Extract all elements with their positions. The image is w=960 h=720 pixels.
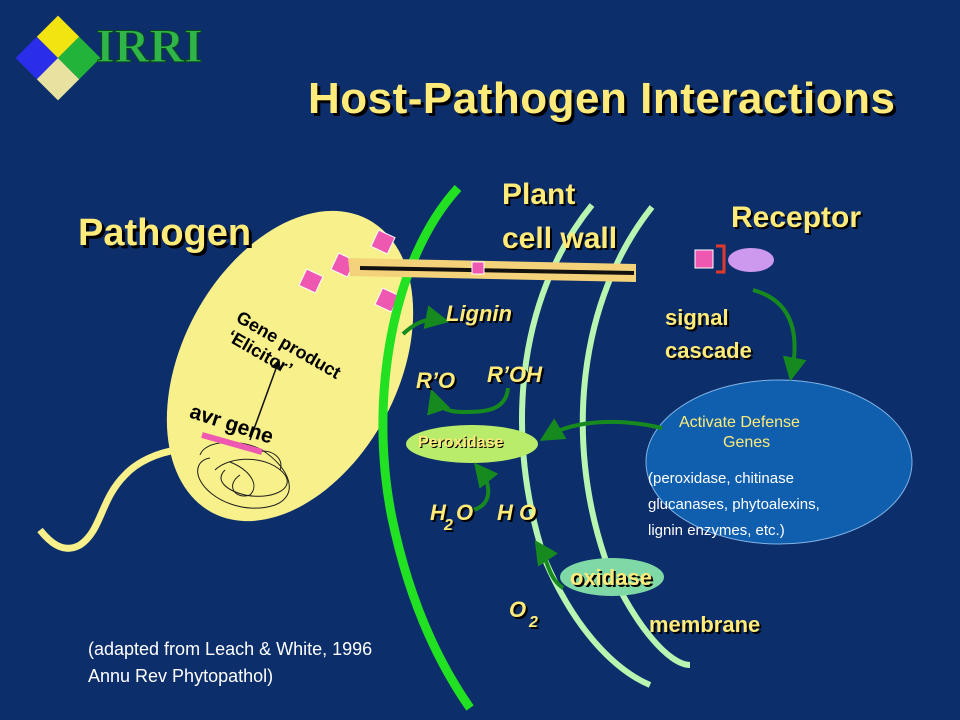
membrane-inner (579, 205, 691, 668)
signal-cascade-arrow (752, 288, 807, 382)
lignin-label: Lignin (446, 301, 512, 326)
channel-elicitor (471, 261, 485, 275)
cascade-label: cascade (665, 338, 752, 363)
h2o-to-peroxidase-arrow (472, 462, 499, 512)
oxidase-to-water-arrow (534, 540, 565, 590)
roh-to-ro-arrow (427, 387, 510, 416)
membrane-outer (519, 203, 652, 688)
logo-text: IRRI (96, 20, 203, 73)
h2o-o: O (456, 500, 474, 525)
pathogen-label: Pathogen (78, 212, 252, 254)
wall-channel-core (359, 266, 635, 275)
defense-list-line3: lignin enzymes, etc.) (648, 522, 785, 539)
citation-line2: Annu Rev Phytopathol) (88, 666, 274, 686)
activate-to-peroxidase-arrow (539, 418, 663, 441)
receptor-bracket (716, 244, 726, 274)
h2o-h: H (430, 500, 446, 525)
avr-gene-bar (201, 432, 263, 455)
h-o-label: H O (497, 500, 537, 525)
to-lignin-arrow (401, 305, 450, 336)
r-prime-oh-label: R’OH (487, 362, 542, 387)
receptor-ligand (694, 249, 714, 269)
defense-genes-ellipse (645, 379, 913, 545)
oxidase-ellipse (560, 558, 664, 596)
genes-label: Genes (723, 434, 771, 451)
logo-squares (15, 15, 101, 101)
receptor-protein (728, 248, 774, 272)
gene-to-product-arrow (249, 359, 281, 441)
signal-label: signal (665, 305, 729, 330)
peroxidase-ellipse (406, 425, 538, 463)
defense-list-line2: glucanases, phytoalexins, (648, 496, 820, 513)
oxidase-label: oxidase (570, 565, 652, 590)
elicitor-molecules (298, 229, 400, 313)
o2-o: O (509, 597, 527, 622)
irri-logo: IRRI (15, 15, 203, 101)
o2-subscript: 2 (529, 614, 538, 631)
membrane-label: membrane (649, 612, 761, 637)
r-prime-o-label: R’O (416, 368, 456, 393)
activate-defense-label: Activate Defense (679, 414, 800, 431)
cell-wall-label: cell wall (502, 222, 618, 255)
plant-label: Plant (502, 178, 576, 211)
h2o-subscript: 2 (444, 517, 453, 534)
slide-title: Host-Pathogen Interactions (308, 74, 896, 123)
citation-line1: (adapted from Leach & White, 1996 (88, 639, 373, 659)
defense-list-line1: (peroxidase, chitinase (648, 470, 794, 487)
receptor-label: Receptor (731, 201, 862, 234)
peroxidase-label: Peroxidase (418, 434, 504, 451)
